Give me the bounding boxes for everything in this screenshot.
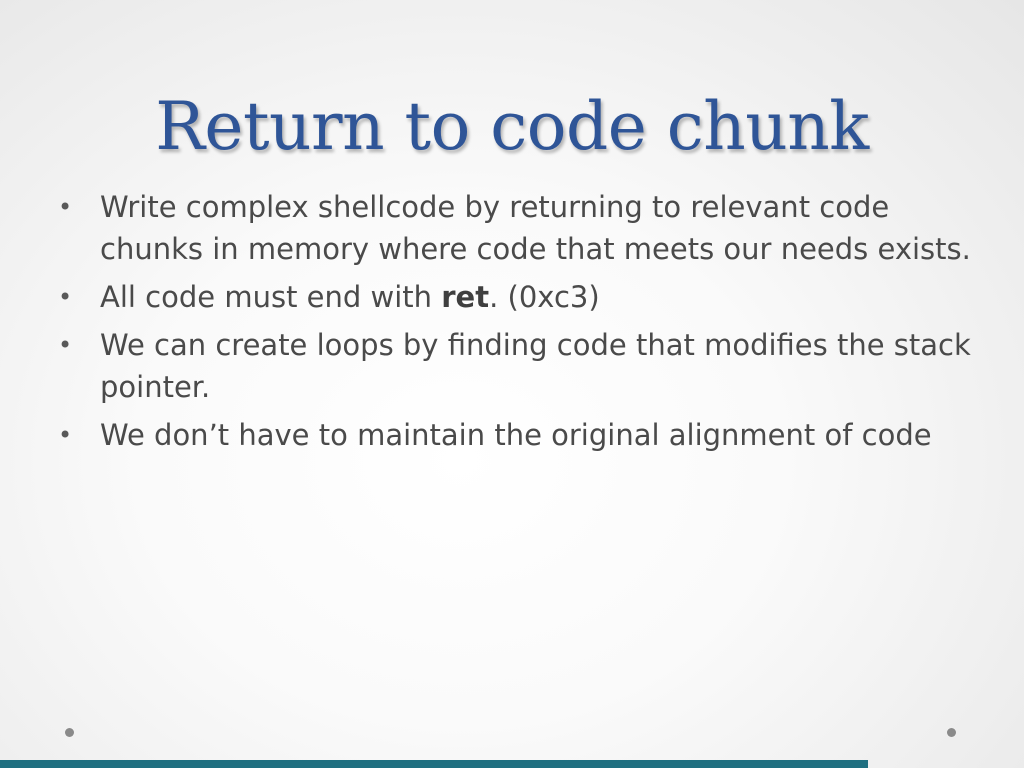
bullet-text-bold: ret	[441, 280, 490, 314]
bullet-item: We can create loops by finding code that…	[58, 324, 980, 408]
bullet-text-after: . (0xc3)	[489, 280, 600, 314]
corner-dot-left	[65, 728, 74, 737]
bullet-text-before: All code must end with	[100, 280, 442, 314]
bullet-item: Write complex shellcode by returning to …	[58, 186, 980, 270]
bullet-text: We don’t have to maintain the original a…	[100, 418, 932, 452]
bullet-list: Write complex shellcode by returning to …	[58, 186, 980, 462]
bullet-item: All code must end with ret. (0xc3)	[58, 276, 980, 318]
bullet-text: Write complex shellcode by returning to …	[100, 190, 971, 266]
corner-dot-right	[947, 728, 956, 737]
bullet-text: We can create loops by finding code that…	[100, 328, 971, 404]
bullet-item: We don’t have to maintain the original a…	[58, 414, 980, 456]
slide-title: Return to code chunk	[155, 88, 869, 165]
bottom-accent-bar	[0, 760, 868, 768]
